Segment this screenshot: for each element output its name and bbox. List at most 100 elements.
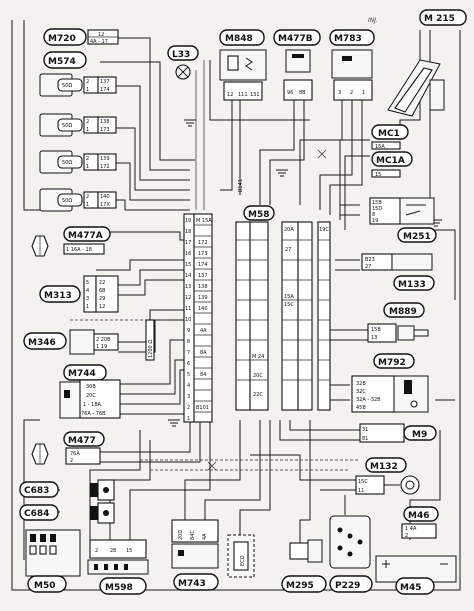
svg-text:7: 7 [187,350,190,356]
svg-text:15C: 15C [284,302,294,308]
svg-text:15A: 15A [375,144,385,150]
svg-text:4A: 4A [202,533,208,540]
svg-text:138: 138 [198,284,208,290]
svg-text:4A - 17: 4A - 17 [90,39,108,45]
m295-label: M295 [286,581,314,591]
svg-text:8B: 8B [299,90,306,96]
svg-text:27: 27 [285,247,291,253]
svg-text:1200 Ω: 1200 Ω [148,340,154,358]
m720-connector: M720 12 4A - 17 [43,28,119,46]
m50-connector: M50 [25,529,81,593]
svg-text:17: 17 [185,240,191,246]
svg-text:1: 1 [86,87,89,93]
m477-label: M477 [68,436,96,446]
svg-text:32B: 32B [356,381,366,387]
m792-switch: M792 32B 32C 32A - 32B 45B [351,353,429,413]
svg-text:137: 137 [100,79,110,85]
svg-text:2: 2 [405,533,408,539]
mc1-label: MC1 [378,129,400,139]
m133-sensor: B23 27 M133 [361,253,435,291]
svg-text:84C: 84C [190,530,196,540]
svg-text:2 20B: 2 20B [96,337,111,343]
svg-text:20C: 20C [86,393,96,399]
injector-4: 50Ω 2 1 140 17X [39,188,117,212]
svg-text:3: 3 [187,394,190,400]
svg-text:2: 2 [86,79,89,85]
svg-text:15A: 15A [284,294,294,300]
svg-text:12: 12 [98,32,104,38]
svg-text:1: 1 [86,127,89,133]
svg-text:2: 2 [70,458,73,464]
svg-text:4A: 4A [200,328,207,334]
svg-text:17X: 17X [100,202,110,208]
m133-label: M133 [398,280,426,290]
m477b-label: M477B [278,34,313,44]
svg-text:2: 2 [95,548,98,554]
m46-label: M46 [408,511,429,521]
svg-text:1 16A - 18: 1 16A - 18 [66,247,92,253]
svg-text:12: 12 [227,92,233,98]
m743-connector: 20D 84C 4A M743 [171,519,219,591]
m346-label: M346 [28,338,56,348]
svg-text:139: 139 [100,156,110,162]
m251-label: M251 [403,232,431,242]
svg-text:22: 22 [99,280,105,286]
m9-label: M9 [412,430,427,440]
svg-text:11: 11 [185,306,191,312]
svg-text:174: 174 [100,87,110,93]
svg-text:4: 4 [187,383,190,389]
p229-connector: P229 [329,515,373,593]
c683-ground: C683 [19,479,115,501]
svg-text:9: 9 [187,328,190,334]
injector-1: 50Ω 2 1 137 174 [39,73,117,97]
svg-text:M 15A: M 15A [196,218,212,224]
svg-text:12: 12 [185,295,191,301]
m792-label: M792 [378,358,406,368]
svg-text:1 4A: 1 4A [405,526,417,532]
svg-text:28: 28 [110,548,116,554]
svg-text:B23: B23 [365,257,375,263]
svg-text:12: 12 [99,304,105,310]
m313-unit: M313 5 4 3 1 22 6B 29 12 [39,275,119,313]
mc1a-label: MC1A [376,156,405,166]
svg-text:138: 138 [100,119,110,125]
m477a-label: M477A [68,231,103,241]
svg-text:45B: 45B [356,405,366,411]
svg-text:15B: 15B [371,327,381,333]
svg-text:140: 140 [198,306,208,312]
m58-label: M58 [248,210,269,220]
svg-text:18: 18 [185,229,191,235]
svg-text:5: 5 [86,280,89,286]
m783-relay: M783 3 2 1 INJ. [329,17,378,101]
m744-module: M744 30B 20C 1 - 18A 76A - 76B [59,364,121,419]
svg-text:32C: 32C [356,389,366,395]
m215-pedal: M 215 [387,9,467,117]
m132-sensor: M132 15C 11 [355,457,420,495]
svg-text:172: 172 [198,240,208,246]
svg-text:10: 10 [185,317,191,323]
svg-text:15C: 15C [358,479,368,485]
svg-text:2: 2 [86,119,89,125]
svg-text:20A: 20A [284,227,294,233]
svg-text:1: 1 [187,416,190,422]
svg-text:6: 6 [187,361,190,367]
m251-switch: 15B 15D 8 19 M251 [369,197,437,243]
svg-text:6B: 6B [99,288,106,294]
m313-label: M313 [44,291,72,301]
svg-text:29: 29 [99,296,105,302]
svg-text:50Ω: 50Ω [62,198,72,204]
svg-text:27: 27 [365,264,371,270]
svg-text:139: 139 [198,295,208,301]
m9-connector: 31 81 M9 [359,423,437,443]
svg-text:11: 11 [358,488,364,494]
svg-text:B101: B101 [196,405,209,411]
m783-label: M783 [334,34,362,44]
svg-text:M 24: M 24 [252,354,264,360]
eco-switch: ECO [227,534,255,578]
l33-label: L33 [172,50,190,60]
svg-text:16: 16 [185,251,191,257]
injector-3: 50Ω 2 1 139 172 [39,150,117,174]
svg-text:5: 5 [187,372,190,378]
